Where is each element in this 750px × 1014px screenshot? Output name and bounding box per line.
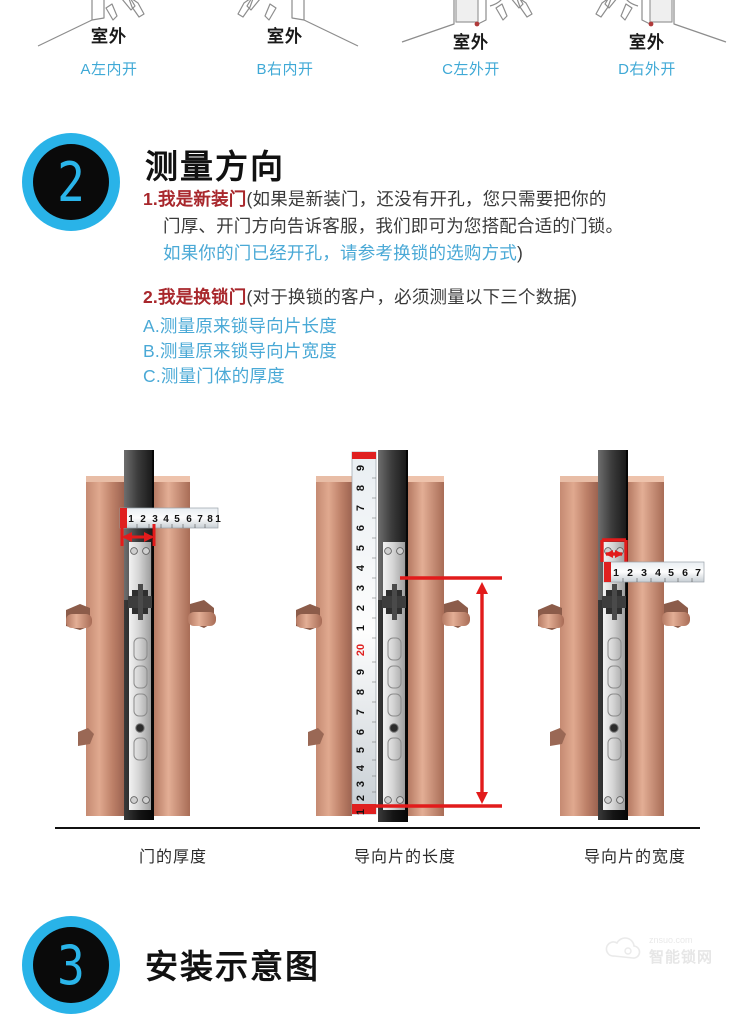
item2-index: 2. bbox=[143, 287, 158, 307]
door-direction-option-c: 室外 C左外开 bbox=[378, 0, 564, 100]
measure-sub-item-a: A.测量原来锁导向片长度 bbox=[143, 316, 337, 336]
length-measure-arrow bbox=[376, 576, 502, 808]
door-right-inswing-icon bbox=[237, 0, 359, 47]
item2-lead: 我是换锁门 bbox=[158, 287, 247, 307]
svg-text:1: 1 bbox=[355, 625, 367, 631]
watermark-brand: 智能锁网 bbox=[649, 948, 714, 966]
svg-text:4: 4 bbox=[163, 514, 169, 525]
door-indoor-label: 室外 bbox=[629, 33, 665, 52]
svg-text:3: 3 bbox=[641, 567, 647, 579]
caption-door-thickness: 门的厚度 bbox=[138, 849, 207, 866]
door-indoor-label: 室外 bbox=[267, 27, 303, 46]
svg-text:1: 1 bbox=[215, 514, 221, 525]
section-2-title: 测量方向 bbox=[145, 148, 285, 185]
svg-text:7: 7 bbox=[355, 505, 367, 511]
svg-text:3: 3 bbox=[355, 585, 367, 591]
svg-text:3: 3 bbox=[152, 514, 158, 525]
hinge-dot-icon bbox=[474, 21, 480, 27]
watermark-domain: znsuo.com bbox=[649, 935, 693, 946]
svg-text:3: 3 bbox=[355, 781, 367, 787]
measure-sub-list: A.测量原来锁导向片长度 B.测量原来锁导向片宽度 C.测量门体的厚度 bbox=[143, 314, 733, 389]
measure-sub-item-b: B.测量原来锁导向片宽度 bbox=[143, 341, 337, 361]
section-3-number: 3 bbox=[57, 933, 85, 997]
item1-lead: 我是新装门 bbox=[158, 189, 247, 209]
svg-text:4: 4 bbox=[655, 567, 661, 579]
door-direction-strip: 室外 A左内开 室外 B右内开 bbox=[0, 0, 750, 100]
caption-guide-plate-length: 导向片的长度 bbox=[353, 849, 456, 866]
svg-text:7: 7 bbox=[695, 567, 701, 579]
svg-text:6: 6 bbox=[682, 567, 688, 579]
measure-item-2: 2.我是换锁门(对于换锁的客户，必须测量以下三个数据) bbox=[143, 284, 733, 311]
svg-text:7: 7 bbox=[197, 514, 203, 525]
measure-item-1: 1.我是新装门(如果是新装门，还没有开孔，您只需要把你的 门厚、开门方向告诉客服… bbox=[143, 186, 733, 267]
section-2-number: 2 bbox=[57, 150, 85, 214]
door-direction-label-b: B右内开 bbox=[256, 61, 314, 78]
door-direction-label-d: D右外开 bbox=[618, 61, 676, 78]
door-direction-option-d: 室外 D右外开 bbox=[554, 0, 740, 100]
svg-text:4: 4 bbox=[355, 564, 367, 571]
svg-text:8: 8 bbox=[355, 689, 367, 695]
svg-text:5: 5 bbox=[355, 545, 367, 551]
section-3-badge-inner: 3 bbox=[33, 927, 109, 1003]
section-3-title: 安装示意图 bbox=[145, 948, 320, 985]
site-watermark: znsuo.com 智能锁网 bbox=[604, 928, 736, 974]
hinge-dot-icon bbox=[648, 21, 654, 27]
photo-caption-row: 门的厚度 导向片的长度 导向片的宽度 bbox=[0, 843, 750, 873]
item1-body-open: (如果是新装门，还没有开孔，您只需要把你的 bbox=[246, 189, 607, 209]
item1-index: 1. bbox=[143, 189, 158, 209]
svg-text:2: 2 bbox=[627, 567, 633, 579]
tape-measure-vertical: 9 8 7 6 5 4 3 2 1 20 9 8 7 6 5 4 3 bbox=[351, 451, 377, 815]
section-2-badge: 2 bbox=[22, 133, 120, 231]
door-direction-label-c: C左外开 bbox=[442, 61, 500, 78]
svg-text:1: 1 bbox=[613, 567, 619, 579]
item2-body: (对于换锁的客户，必须测量以下三个数据) bbox=[246, 287, 578, 307]
item1-body-close: ) bbox=[517, 243, 524, 263]
svg-text:8: 8 bbox=[207, 514, 213, 525]
section-2-copy: 1.我是新装门(如果是新装门，还没有开孔，您只需要把你的 门厚、开门方向告诉客服… bbox=[143, 186, 733, 389]
svg-text:2: 2 bbox=[355, 795, 367, 801]
svg-text:4: 4 bbox=[355, 764, 367, 771]
svg-text:1: 1 bbox=[355, 809, 367, 815]
svg-text:5: 5 bbox=[668, 567, 674, 579]
svg-text:9: 9 bbox=[355, 465, 367, 471]
door-left-inswing-icon bbox=[37, 0, 145, 47]
door-right-outswing-icon bbox=[595, 0, 727, 43]
item1-body-line3: 如果你的门已经开孔，请参考换锁的选购方式 bbox=[163, 243, 517, 263]
svg-text:9: 9 bbox=[355, 669, 367, 675]
svg-text:20: 20 bbox=[355, 644, 367, 656]
svg-text:2: 2 bbox=[140, 514, 146, 525]
caption-guide-plate-width: 导向片的宽度 bbox=[583, 849, 686, 866]
photo-guide-plate-length: 9 8 7 6 5 4 3 2 1 20 9 8 7 6 5 4 3 bbox=[296, 450, 502, 822]
door-left-outswing-icon bbox=[401, 0, 533, 43]
door-indoor-label: 室外 bbox=[453, 33, 489, 52]
svg-text:8: 8 bbox=[355, 485, 367, 491]
section-3-badge: 3 bbox=[22, 916, 120, 1014]
svg-text:5: 5 bbox=[355, 747, 367, 753]
svg-text:1: 1 bbox=[128, 514, 134, 525]
cloud-logo-icon bbox=[605, 937, 641, 959]
svg-text:6: 6 bbox=[186, 514, 192, 525]
door-indoor-label: 室外 bbox=[91, 27, 127, 46]
item1-body-line2: 门厚、开门方向告诉客服，我们即可为您搭配合适的门锁。 bbox=[163, 216, 624, 236]
section-2-badge-inner: 2 bbox=[33, 144, 109, 220]
measure-sub-item-c: C.测量门体的厚度 bbox=[143, 366, 285, 386]
door-direction-label-a: A左内开 bbox=[80, 61, 138, 78]
svg-text:6: 6 bbox=[355, 729, 367, 735]
door-direction-option-b: 室外 B右内开 bbox=[192, 0, 378, 100]
svg-text:7: 7 bbox=[355, 709, 367, 715]
door-direction-option-a: 室外 A左内开 bbox=[16, 0, 202, 100]
photo-ground-line bbox=[55, 827, 700, 829]
svg-text:2: 2 bbox=[355, 605, 367, 611]
svg-text:6: 6 bbox=[355, 525, 367, 531]
svg-text:5: 5 bbox=[174, 514, 180, 525]
